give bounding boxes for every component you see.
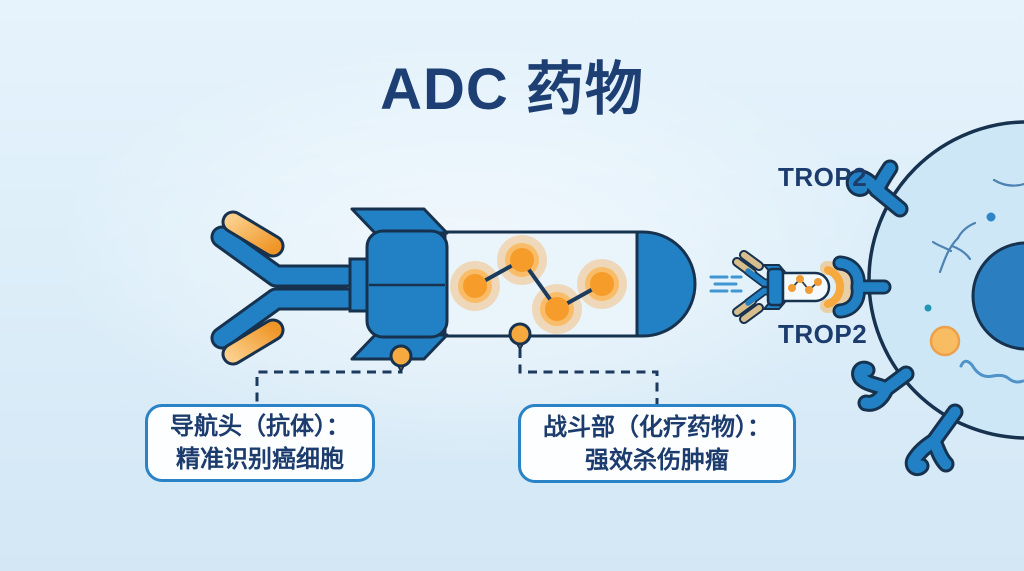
- connector-pin-antibody-icon: [389, 344, 413, 374]
- organelle-icon: [929, 325, 961, 357]
- mini-adc-missile-icon: [709, 250, 892, 324]
- callout-payload: 战斗部（化疗药物）： 强效杀伤肿瘤: [518, 404, 796, 483]
- trop2-receptor-docking-icon: [832, 255, 892, 319]
- callout-payload-line2: 强效杀伤肿瘤: [585, 446, 729, 474]
- antibody-icon: [210, 210, 359, 366]
- speed-lines-icon: [709, 275, 743, 293]
- missile-fin-top-icon: [350, 207, 449, 235]
- antibody-tip-icon: [224, 321, 282, 363]
- trop2-label-bottom: TROP2: [778, 319, 868, 349]
- trop2-receptor-bottom-left-icon: [851, 360, 915, 412]
- cell-dot-icon: [924, 304, 932, 312]
- cell-vein-lines-icon: [931, 178, 1024, 274]
- payload-dots-icon: [450, 235, 627, 334]
- trop2-label-top: TROP2: [778, 162, 868, 192]
- missile-icon: [348, 207, 697, 374]
- trop2-receptor-bottom-icon: [904, 403, 964, 477]
- cell-dot-icon: [986, 212, 996, 222]
- callout-antibody: 导航头（抗体）： 精准识别癌细胞: [145, 404, 375, 482]
- dashed-connector-payload: [518, 349, 659, 404]
- connector-pin-payload-icon: [508, 322, 532, 352]
- cell-squiggle-icon: [959, 359, 1024, 384]
- trop2-receptor-top-icon: [845, 159, 909, 218]
- nucleus-icon: [971, 241, 1024, 351]
- callout-connectors: [255, 349, 659, 404]
- callout-payload-line1: 战斗部（化疗药物）：: [543, 413, 771, 441]
- dashed-connector-antibody: [255, 366, 403, 404]
- antibody-tip-icon: [224, 213, 282, 255]
- missile-nose-icon: [635, 230, 697, 338]
- impact-burst-icon: [820, 261, 853, 313]
- cancer-cell-icon: [845, 120, 1024, 477]
- callout-antibody-line1: 导航头（抗体）：: [170, 413, 350, 440]
- page-title: ADC 药物: [380, 57, 644, 122]
- callout-antibody-line2: 精准识别癌细胞: [176, 446, 344, 473]
